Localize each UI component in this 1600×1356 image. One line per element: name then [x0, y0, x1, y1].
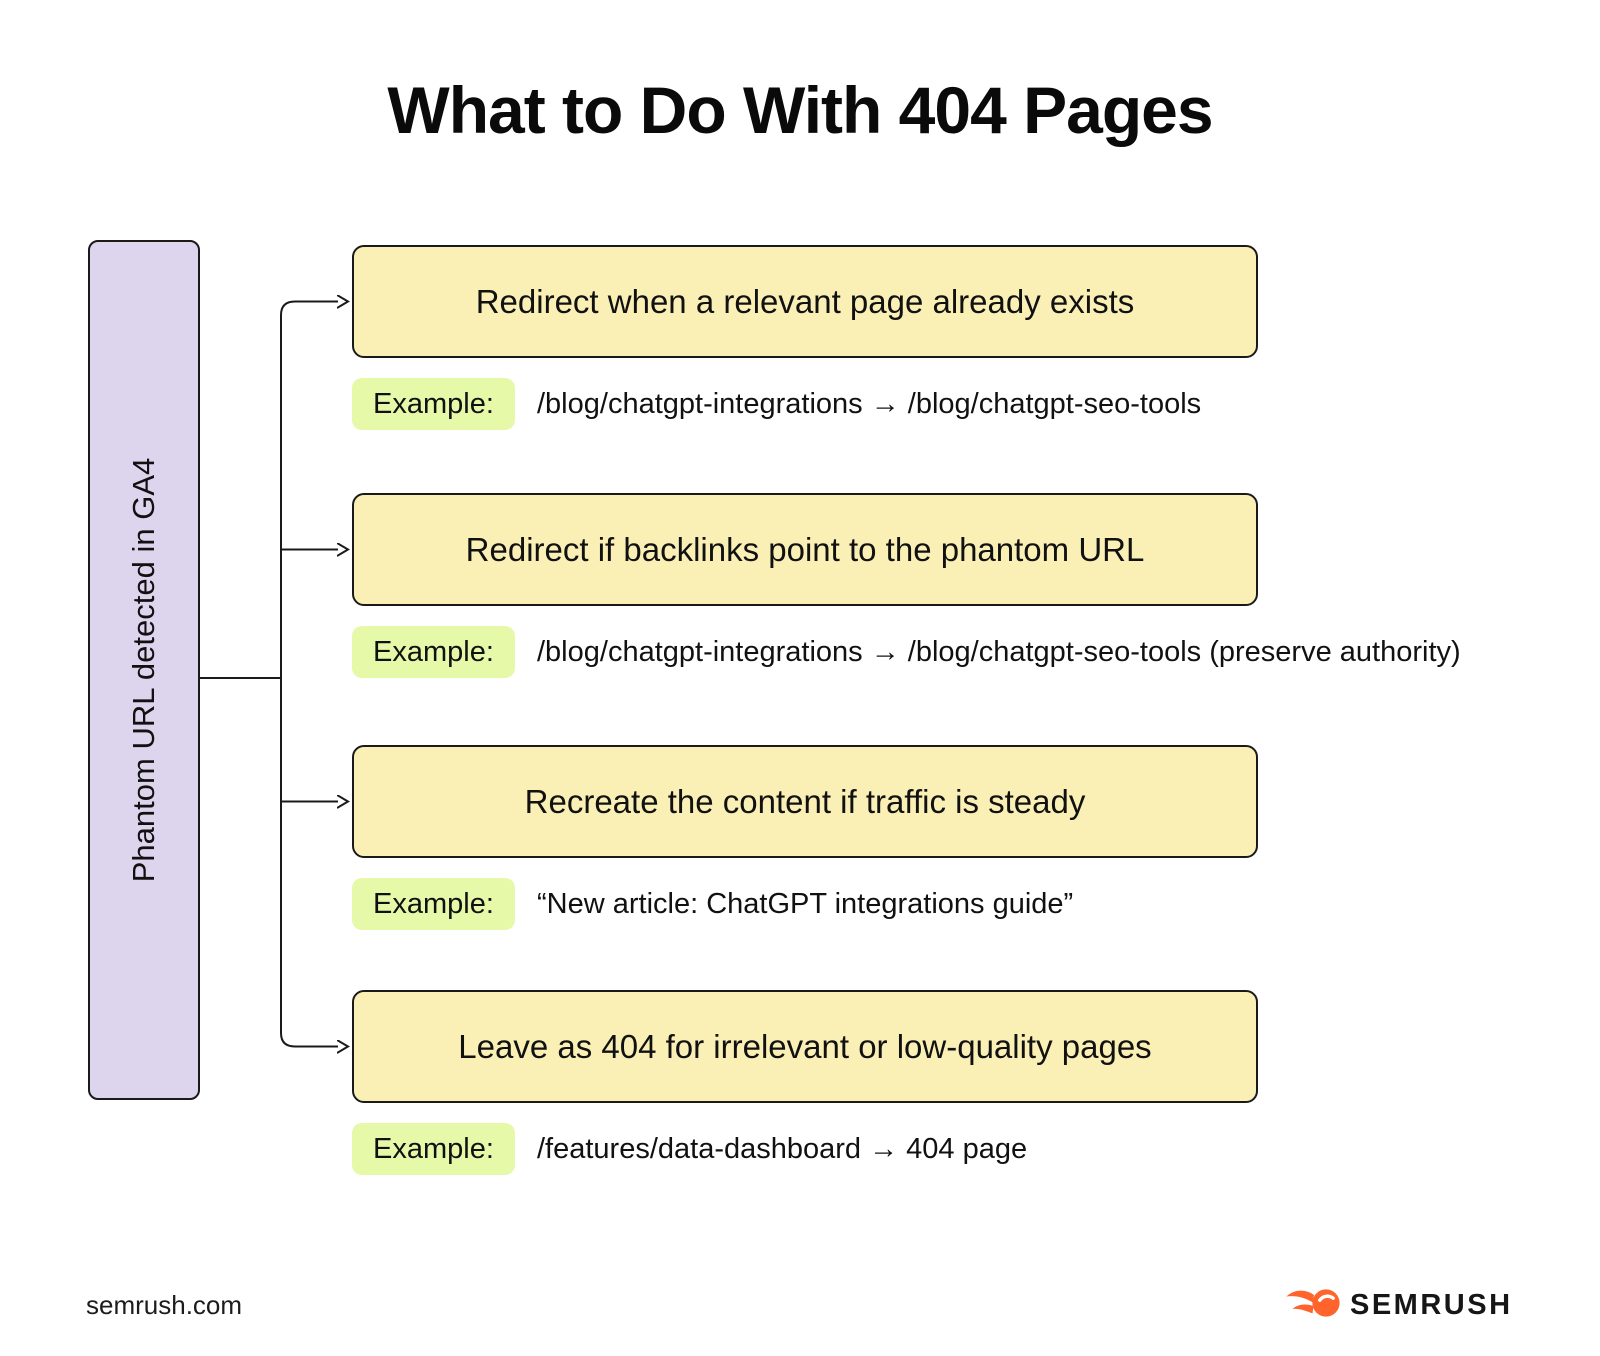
- branch-box-redirect-backlinks: Redirect if backlinks point to the phant…: [352, 493, 1258, 606]
- branch-title: Redirect when a relevant page already ex…: [475, 282, 1135, 320]
- branch-box-recreate-content: Recreate the content if traffic is stead…: [352, 745, 1258, 858]
- example-text: /blog/chatgpt-integrations → /blog/chatg…: [537, 635, 1461, 668]
- branch-title: Redirect if backlinks point to the phant…: [465, 530, 1145, 568]
- example-row: Example: “New article: ChatGPT integrati…: [352, 878, 1073, 930]
- example-pill: Example:: [352, 878, 515, 930]
- page-title: What to Do With 404 Pages: [387, 73, 1213, 147]
- example-pill: Example:: [352, 626, 515, 678]
- example-row: Example: /blog/chatgpt-integrations → /b…: [352, 626, 1461, 678]
- footer-website: semrush.com: [86, 1290, 243, 1320]
- example-row: Example: /features/data-dashboard → 404 …: [352, 1123, 1027, 1175]
- branch-box-redirect-relevant: Redirect when a relevant page already ex…: [352, 245, 1258, 358]
- example-pill: Example:: [352, 378, 515, 430]
- branch-title: Recreate the content if traffic is stead…: [524, 782, 1086, 820]
- source-box: Phantom URL detected in GA4: [88, 240, 200, 1100]
- example-pill: Example:: [352, 1123, 515, 1175]
- source-label: Phantom URL detected in GA4: [126, 457, 162, 883]
- branch-box-leave-404: Leave as 404 for irrelevant or low-quali…: [352, 990, 1258, 1103]
- semrush-logo: SEMRUSH: [1285, 1288, 1513, 1323]
- branch-title: Leave as 404 for irrelevant or low-quali…: [458, 1027, 1152, 1065]
- semrush-wordmark: SEMRUSH: [1350, 1289, 1513, 1321]
- example-text: /features/data-dashboard → 404 page: [537, 1132, 1028, 1165]
- example-row: Example: /blog/chatgpt-integrations → /b…: [352, 378, 1201, 430]
- example-text: “New article: ChatGPT integrations guide…: [537, 887, 1074, 920]
- semrush-flame-icon: [1285, 1288, 1341, 1323]
- example-text: /blog/chatgpt-integrations → /blog/chatg…: [537, 387, 1202, 420]
